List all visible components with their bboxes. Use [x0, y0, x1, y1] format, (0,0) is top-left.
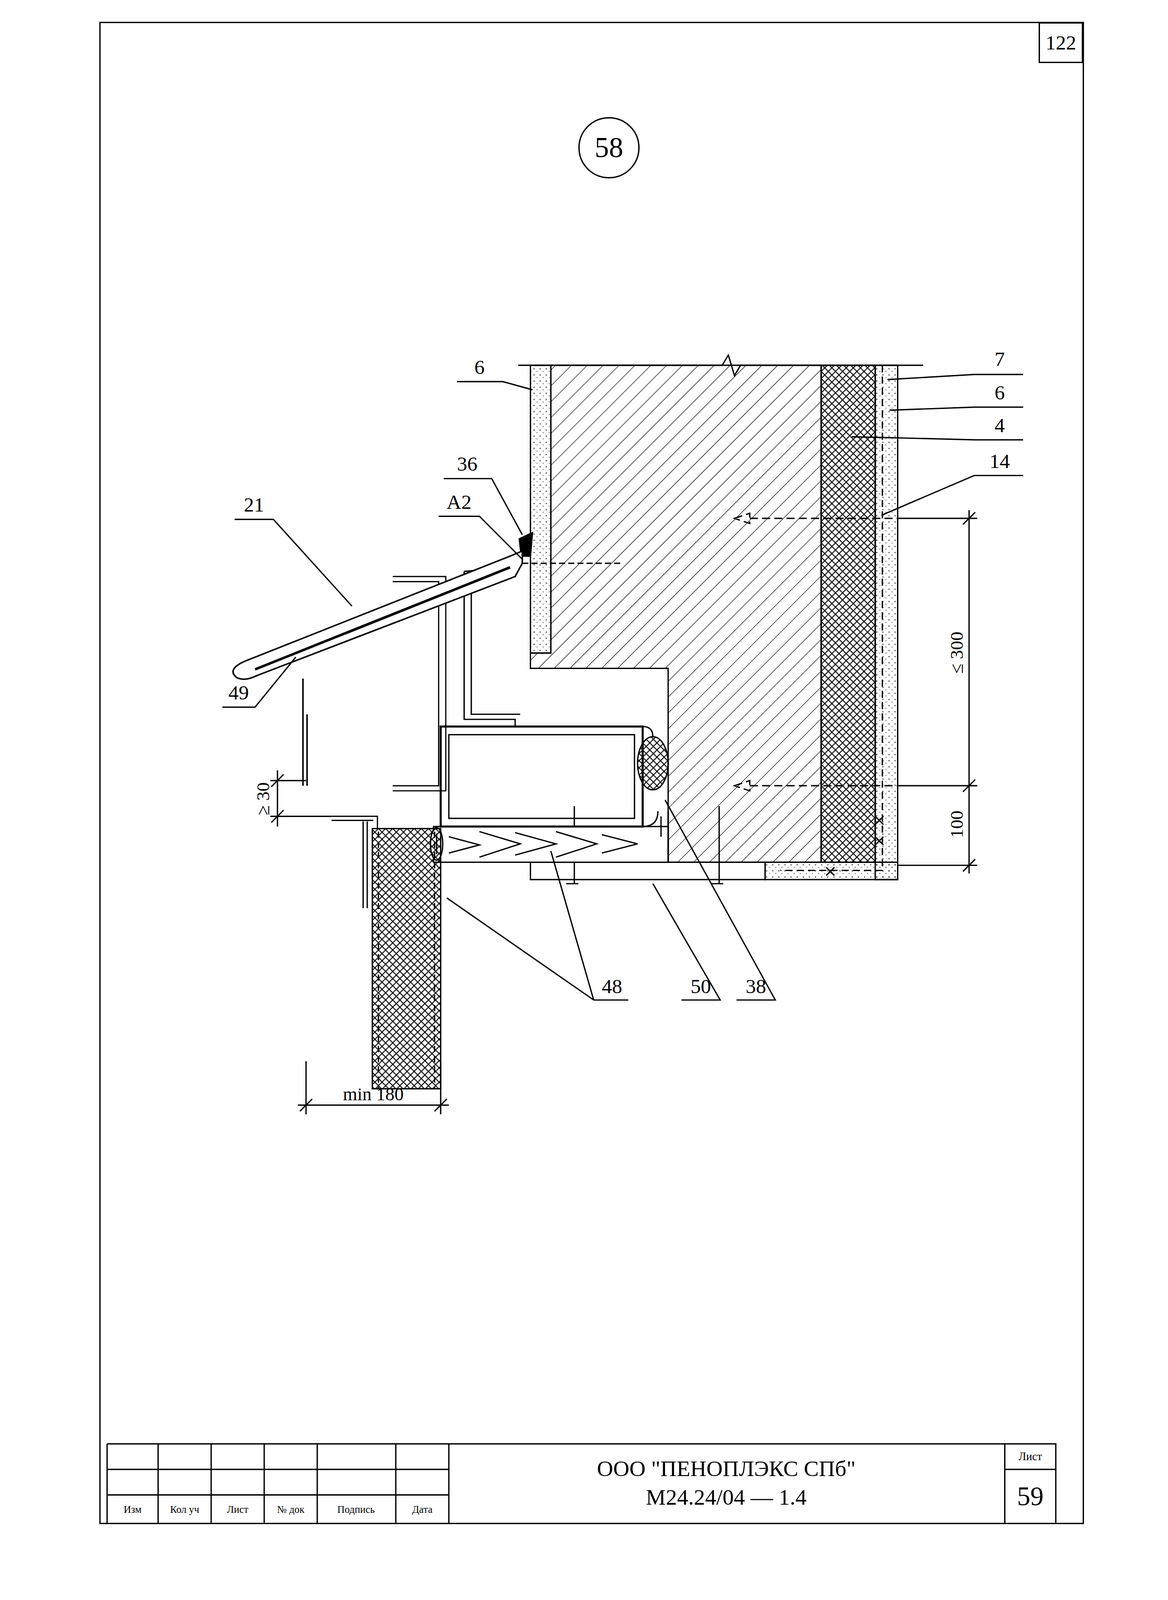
masonry [530, 365, 822, 863]
dimension-text: min 180 [343, 1085, 405, 1104]
callout-number: 36 [457, 453, 478, 475]
title-block-cell: Лист [1018, 1451, 1043, 1463]
panel-skin [378, 831, 435, 1090]
callout-number: 7 [994, 349, 1005, 370]
seal [637, 736, 668, 790]
drip [302, 678, 307, 786]
mesh-ties [826, 816, 884, 876]
wood-grain [448, 831, 638, 858]
flashing-insert [255, 567, 511, 670]
inner-plaster [530, 365, 552, 654]
sheet-number-box: 122 [1038, 22, 1084, 64]
dimension-text: ≤ 300 [947, 631, 966, 675]
callout-number: 6 [994, 382, 1005, 404]
title-block-cell: Подпись [337, 1504, 375, 1515]
title-block-cell: Кол уч [170, 1504, 200, 1515]
callout-number: 4 [994, 415, 1005, 436]
detail-circle: 58 [578, 117, 640, 179]
organization-name: ООО "ПЕНОПЛЭКС СПб" [596, 1457, 856, 1480]
callout-number: А2 [446, 491, 472, 513]
callout-number: 38 [745, 976, 767, 997]
callout-number: 50 [690, 976, 711, 997]
outer-plaster [875, 365, 898, 880]
dimension-lines [270, 510, 977, 1115]
panel-facing [363, 821, 368, 909]
dowel [734, 780, 898, 791]
wood-block [433, 826, 669, 863]
flashing [232, 551, 523, 680]
board [530, 862, 766, 880]
sheet-number: 59 [1016, 1483, 1044, 1510]
document-code: М24.24/04 — 1.4 [645, 1486, 807, 1509]
sheet-frame [99, 22, 1084, 1524]
title-block-cell: № док [276, 1504, 305, 1515]
sill-profile [463, 571, 521, 727]
callout-number: 21 [243, 494, 265, 516]
frame-profile [448, 734, 635, 819]
dimension-text: 100 [947, 810, 966, 838]
reinforcing-mesh [780, 365, 883, 871]
callout-number: 6 [474, 357, 485, 378]
title-block-cell: Дата [412, 1504, 433, 1515]
frame-profile [440, 726, 643, 827]
callout-number: 48 [601, 976, 623, 997]
panel-flange [331, 816, 378, 829]
anchor [522, 562, 623, 564]
title-block-cell: Изм [123, 1504, 142, 1515]
sandwich-panel [372, 828, 441, 1089]
callout-number: 14 [989, 450, 1011, 472]
node-text: 58 [594, 133, 624, 163]
dimension-text: ≥ 30 [254, 782, 273, 816]
title-block [107, 1443, 1056, 1524]
callout-number: 49 [228, 682, 249, 703]
dowel [734, 513, 898, 524]
title-block-cell: Лист [226, 1504, 249, 1515]
insulation [821, 365, 876, 863]
node-text: 122 [1045, 32, 1076, 54]
leader-lines [222, 374, 1024, 1001]
